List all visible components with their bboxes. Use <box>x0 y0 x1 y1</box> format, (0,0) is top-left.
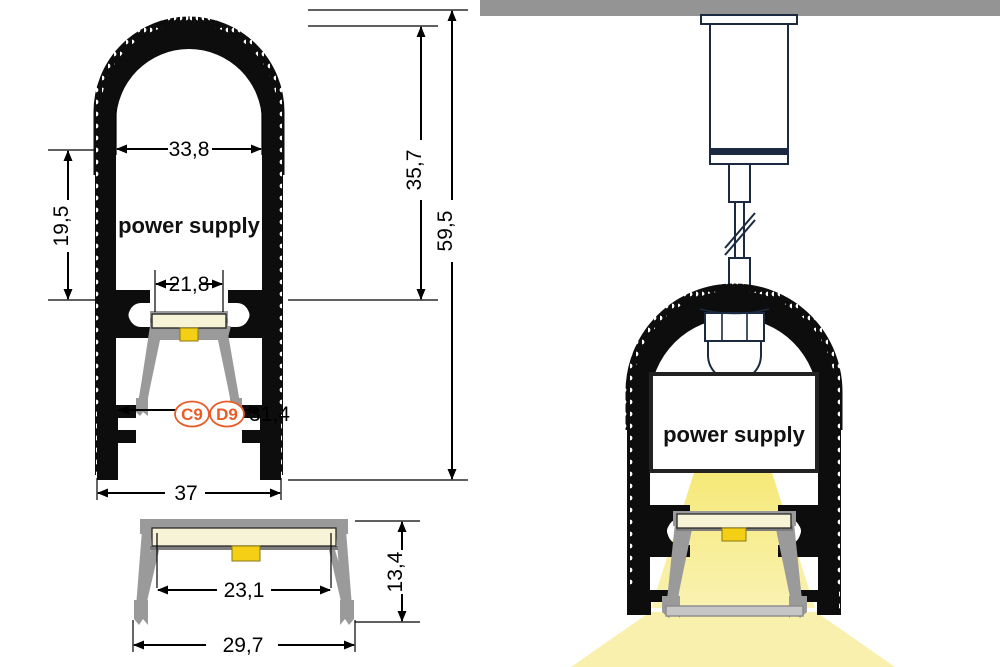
left-bottom-lip <box>97 405 136 480</box>
right-clip-eye <box>234 307 250 323</box>
right-led-chip <box>721 527 747 542</box>
right-led-strip <box>676 513 792 529</box>
gland-seat-curve <box>699 308 770 315</box>
right-reflector-right-leg <box>782 523 802 601</box>
canopy-flange <box>700 14 798 25</box>
right-power-supply-box: power supply <box>649 372 819 473</box>
cable-break-symbol-2 <box>724 219 756 256</box>
led-chip <box>179 327 199 342</box>
right-reflector-left-leg <box>667 523 687 601</box>
dim-21-8: 21,8 <box>154 270 224 312</box>
left-clip-eye <box>128 307 144 323</box>
dim-13-4-label: 13,4 <box>384 551 407 592</box>
reflector-frame <box>138 311 240 407</box>
cover-top-rail <box>140 519 348 530</box>
ceiling-slab <box>480 0 1000 16</box>
canopy-cylinder <box>700 14 798 165</box>
right-view-left-rib <box>627 430 634 615</box>
dim-35-7-label: 35,7 <box>403 150 426 191</box>
badge-d9-outline <box>209 400 245 428</box>
led-strip <box>151 313 227 329</box>
dim-31-4-label: 31,4 <box>249 403 290 426</box>
cable-break-symbol <box>724 212 756 249</box>
left-wall-rib-texture <box>95 175 102 475</box>
dim-29-7: 29,7 <box>132 620 356 657</box>
reflector-right-leg <box>217 322 240 404</box>
right-left-bottom-lip <box>629 590 671 615</box>
dim-23-1-label: 23,1 <box>224 579 265 602</box>
badge-d9: D9 <box>209 400 245 428</box>
dim-33-8-label: 33,8 <box>169 138 210 161</box>
hex-nut-assembly <box>699 308 770 382</box>
left-power-supply-label: power supply <box>118 213 261 238</box>
dim-19-5: 19,5 <box>48 149 95 301</box>
dim-29-7-label: 29,7 <box>223 634 264 657</box>
dim-13-4: 13,4 <box>355 520 420 623</box>
dim-35-7: 35,7 <box>288 25 438 301</box>
power-supply-housing <box>649 372 819 473</box>
right-view-right-rib <box>834 430 841 615</box>
badge-d9-label: D9 <box>216 405 238 424</box>
dim-59-5: 59,5 <box>288 9 468 481</box>
left-section-view: 33,8 21,8 C9 D9 31,4 <box>48 9 468 505</box>
right-view-dome-right-rib <box>733 283 843 430</box>
right-clip-hook <box>228 290 262 338</box>
reflector-left-foot <box>136 398 148 416</box>
right-profile-shell <box>629 285 839 615</box>
left-clip-hook <box>116 290 150 338</box>
cover-led-strip <box>151 527 337 547</box>
hex-nut <box>704 312 765 342</box>
dim-33-8: 33,8 <box>115 110 263 161</box>
led-assembly <box>150 313 228 342</box>
dome-left-rib-texture <box>93 16 190 175</box>
beam-spread <box>571 612 895 667</box>
dim-21-8-label: 21,8 <box>169 273 210 296</box>
cable-ferrule-top <box>728 163 751 203</box>
right-led-assembly <box>676 513 793 542</box>
badge-c9-outline <box>174 400 210 428</box>
profile-body-outline <box>93 16 285 480</box>
canopy-base <box>709 153 789 165</box>
cover-led-chip <box>231 545 261 562</box>
beam-cone <box>651 350 815 608</box>
cover-left-foot <box>134 600 148 625</box>
badge-c9: C9 <box>174 400 210 428</box>
cover-right-leg <box>336 530 352 608</box>
badge-c9-label: C9 <box>181 405 203 424</box>
diffuser-tray <box>665 605 804 617</box>
right-right-bottom-lip <box>797 590 839 615</box>
cover-profile-view: 23,1 29,7 13,4 <box>132 519 420 657</box>
right-wall-rib-texture <box>276 175 283 475</box>
profile-housing <box>625 283 843 615</box>
canopy-band <box>710 148 788 154</box>
cover-right-foot <box>340 600 354 625</box>
dim-31-4: C9 D9 31,4 <box>118 400 290 428</box>
dim-59-5-label: 59,5 <box>434 211 457 252</box>
dim-37-label: 37 <box>174 482 197 505</box>
dim-37: 37 <box>96 478 282 505</box>
dome-right-rib-texture <box>188 16 285 175</box>
right-view-dome-left-rib <box>625 283 735 430</box>
dim-19-5-label: 19,5 <box>50 206 73 247</box>
dim-23-1: 23,1 <box>156 533 332 602</box>
canopy-barrel <box>709 23 789 153</box>
right-power-supply-label: power supply <box>663 422 806 447</box>
cover-led-assembly <box>150 527 338 562</box>
right-installation-view: power supply <box>480 0 1000 667</box>
reflector-left-leg <box>138 322 161 404</box>
cover-left-leg <box>136 530 152 608</box>
right-bottom-lip <box>242 405 281 480</box>
